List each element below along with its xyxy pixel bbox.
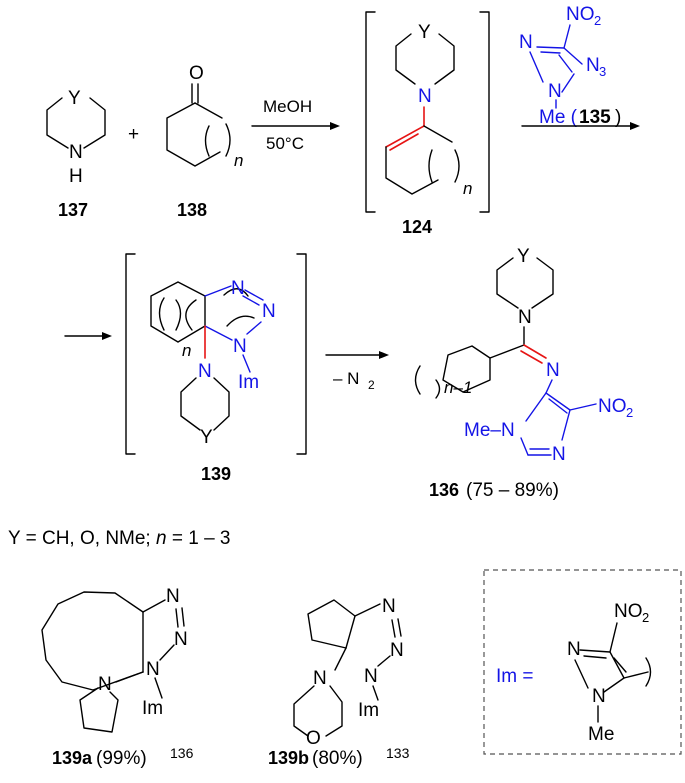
atom-N-amine-139b: N (313, 668, 327, 689)
nitro-group-legend: NO (614, 601, 643, 622)
atom-N3-135: N (519, 32, 533, 53)
atom-Y-139: Y (200, 427, 213, 448)
label-124: 124 (402, 217, 432, 237)
ring-size-n: n (234, 151, 243, 170)
atom-N1-139b: N (364, 666, 378, 687)
atom-N3-legend: N (567, 639, 581, 660)
nitro-group-136: NO (598, 396, 627, 417)
methyl-legend: Me (588, 724, 614, 745)
atom-N1-136: Me–N (464, 420, 515, 441)
atom-N3-139a: N (166, 586, 180, 607)
atom-O-139b: O (306, 728, 321, 749)
svg-text:): ) (615, 107, 621, 128)
solvent-label: MeOH (263, 97, 312, 116)
compound-139a: N N N Im N 139a (99%) 136 (41, 586, 194, 769)
atom-N1-139: N (233, 336, 247, 357)
label-139a: 139a (52, 748, 93, 768)
substituent-definitions: Y = CH, O, NMe; n = 1 – 3 (8, 528, 231, 549)
yield-139b: (80%) (312, 748, 363, 769)
nitro-group-135: NO (566, 4, 595, 25)
svg-text:2: 2 (594, 13, 601, 28)
atom-N1-legend: N (592, 686, 606, 707)
atom-N3-139b: N (382, 596, 396, 617)
compound-136: Y N n–1 N NO 2 N Me–N 136 (75 – 89%) (414, 246, 633, 501)
reference-139b: 133 (386, 745, 410, 761)
label-139b: 139b (268, 748, 309, 768)
arrow-3 (64, 332, 112, 340)
atom-N2-139: N (262, 301, 276, 322)
label-137: 137 (58, 200, 88, 220)
azide-group: N (586, 55, 600, 76)
imidazolyl-139b: Im (358, 700, 379, 721)
svg-text:Me (: Me ( (539, 107, 578, 128)
atom-H: H (69, 166, 83, 187)
atom-N1-135: N (548, 81, 562, 102)
svg-text:3: 3 (599, 64, 606, 79)
svg-text:2: 2 (626, 405, 633, 420)
label-136: 136 (429, 480, 459, 500)
reference-139a: 136 (170, 745, 194, 761)
imidazolyl-139a: Im (142, 698, 163, 719)
atom-N-amine-136: N (518, 307, 532, 328)
compound-124: Y N n 124 (365, 11, 490, 237)
yield-139a: (99%) (96, 748, 147, 769)
imidazolyl-139: Im (238, 372, 259, 393)
compound-139: n N N N Im N Y 139 (125, 253, 307, 484)
ring-size-n-139: n (182, 341, 191, 360)
atom-N-124: N (418, 86, 432, 107)
atom-N2-139a: N (174, 629, 188, 650)
temperature-label: 50°C (266, 134, 304, 153)
im-equals-label: Im = (496, 666, 533, 687)
substituent-text: Y = CH, O, NMe; n = 1 – 3 (8, 528, 231, 549)
plus-sign: + (128, 124, 139, 145)
yield-136: (75 – 89%) (466, 480, 559, 501)
n2-loss-label: – N (333, 369, 359, 388)
atom-N-imine-136: N (546, 360, 560, 381)
atom-O: O (189, 63, 204, 84)
compound-135: NO 2 N 3 N N Me ( 135 ) (519, 4, 621, 128)
svg-text:2: 2 (642, 610, 649, 625)
ring-size-n-minus-1: n–1 (444, 378, 472, 397)
im-definition-box: Im = NO 2 N N Me (483, 569, 682, 755)
atom-N1-139a: N (146, 659, 160, 680)
atom-N3-136: N (552, 444, 566, 465)
atom-Y: Y (68, 88, 81, 109)
label-135: 135 (579, 107, 611, 128)
arrow-4: – N 2 (325, 351, 389, 392)
atom-N: N (69, 142, 83, 163)
label-138: 138 (177, 200, 207, 220)
atom-N-amine-139: N (198, 361, 212, 382)
arrow-1: MeOH 50°C (251, 97, 340, 153)
atom-N-amine-139a: N (98, 674, 112, 695)
atom-Y-136: Y (517, 246, 530, 267)
arrow-2 (521, 122, 640, 130)
atom-N3-139: N (231, 278, 245, 299)
svg-text:2: 2 (368, 378, 375, 392)
compound-138: O n 138 (166, 63, 243, 220)
atom-N2-139b: N (390, 640, 404, 661)
atom-Y-124: Y (418, 22, 431, 43)
compound-139b: N N N Im N O 139b (80%) 133 (268, 596, 410, 769)
ring-size-n-124: n (463, 179, 472, 198)
label-139: 139 (201, 464, 231, 484)
compound-137: Y N H 137 (46, 88, 106, 220)
